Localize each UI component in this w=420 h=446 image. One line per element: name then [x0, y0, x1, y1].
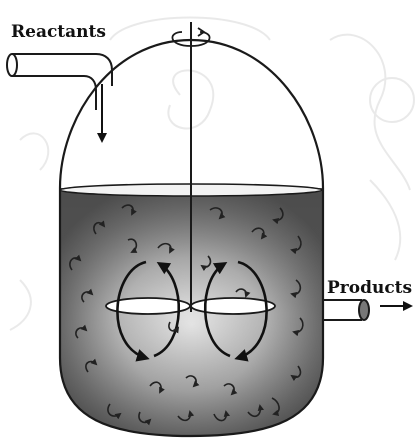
inlet-pipe [7, 54, 112, 110]
products-label: Products [327, 280, 412, 297]
outlet-pipe [323, 300, 369, 320]
reactants-label: Reactants [11, 24, 106, 41]
